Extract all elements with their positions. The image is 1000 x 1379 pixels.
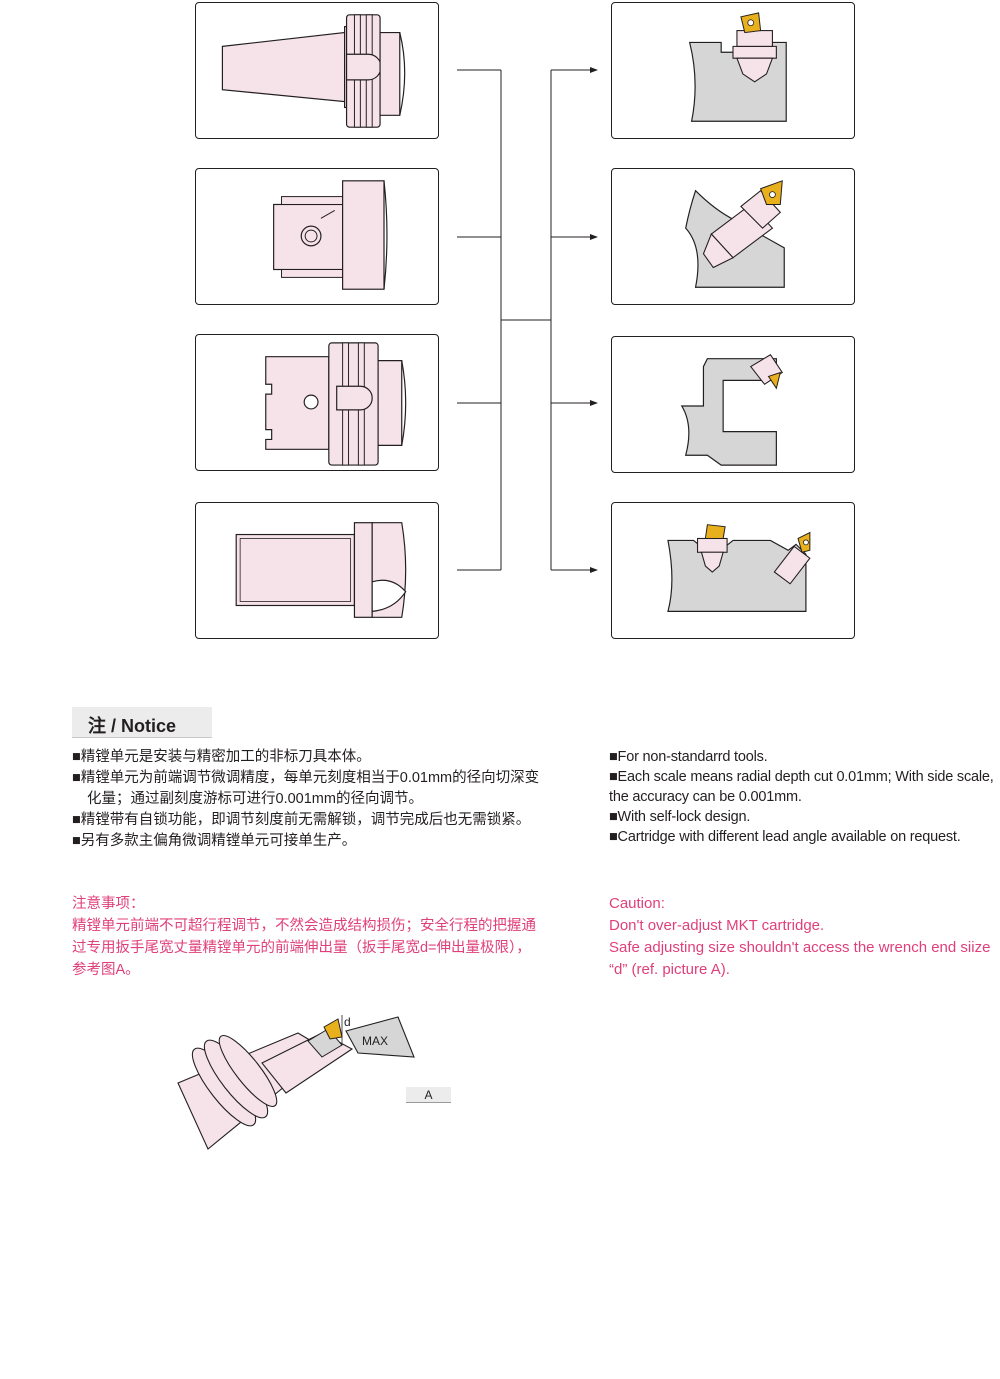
bt-shank-illustration [221, 14, 406, 128]
en-note-1: ■For non-standarrd tools. [609, 749, 768, 765]
hsk-shank-illustration [265, 342, 407, 466]
cn-note-1: ■精镗单元是安装与精密加工的非标刀具本体。 [72, 749, 371, 765]
caution-en-title: Caution: [609, 895, 665, 912]
en-note-3: ■With self-lock design. [609, 809, 751, 825]
cn-note-3: ■精镗带有自锁功能，即调节刻度前无需解锁，调节完成后也无需锁紧。 [72, 812, 531, 828]
panel-hsk-shank [195, 334, 439, 471]
panel-app-back-bore [611, 336, 855, 473]
panel-straight-shank [195, 168, 439, 305]
chinese-notes: ■精镗单元是安装与精密加工的非标刀具本体。 ■精镗单元为前端调节微调精度，每单元… [72, 747, 542, 852]
straight-shank-illustration [273, 180, 388, 290]
caution-english: Caution: Don't over-adjust MKT cartridge… [609, 893, 999, 981]
caution-chinese: 注意事项： 精镗单元前端不可超行程调节，不然会造成结构损伤；安全行程的把握通过专… [72, 893, 542, 981]
figure-a-wrench-illustration [177, 1015, 415, 1150]
notice-heading: 注 / Notice [72, 707, 212, 738]
panel-bt-shank [195, 2, 439, 139]
flange-body-illustration [235, 522, 407, 618]
figure-a-max-label: MAX [362, 1034, 389, 1048]
panel-app-angle-bore [611, 168, 855, 305]
panel-app-step-bore [611, 502, 855, 639]
cn-note-2: ■精镗单元为前端调节微调精度，每单元刻度相当于0.01mm的径向切深变化量；通过… [72, 770, 540, 807]
app-through-bore-illustration [688, 12, 787, 122]
notice-title: 注 / Notice [88, 716, 177, 736]
caution-en-line2: Safe adjusting size shouldn't access the… [609, 939, 991, 978]
panel-flange-body [195, 502, 439, 639]
cn-note-4: ■另有多款主偏角微调精镗单元可接单生产。 [72, 833, 357, 849]
caution-cn-text: 精镗单元前端不可超行程调节，不然会造成结构损伤；安全行程的把握通过专用扳手尾宽丈… [72, 918, 536, 978]
en-note-2: ■Each scale means radial depth cut 0.01m… [609, 769, 994, 805]
app-back-bore-illustration [680, 354, 784, 466]
caution-en-line1: Don't over-adjust MKT cartridge. [609, 917, 825, 934]
figure-a-caption: A [406, 1087, 451, 1103]
app-angle-bore-illustration [685, 180, 785, 288]
panel-app-through-bore [611, 2, 855, 139]
app-step-bore-illustration [667, 524, 811, 612]
figure-a-d-label: d [344, 1015, 351, 1029]
caution-cn-title: 注意事项： [72, 896, 145, 912]
en-note-4: ■Cartridge with different lead angle ava… [609, 829, 961, 845]
english-notes: ■For non-standarrd tools. ■Each scale me… [609, 747, 1000, 847]
